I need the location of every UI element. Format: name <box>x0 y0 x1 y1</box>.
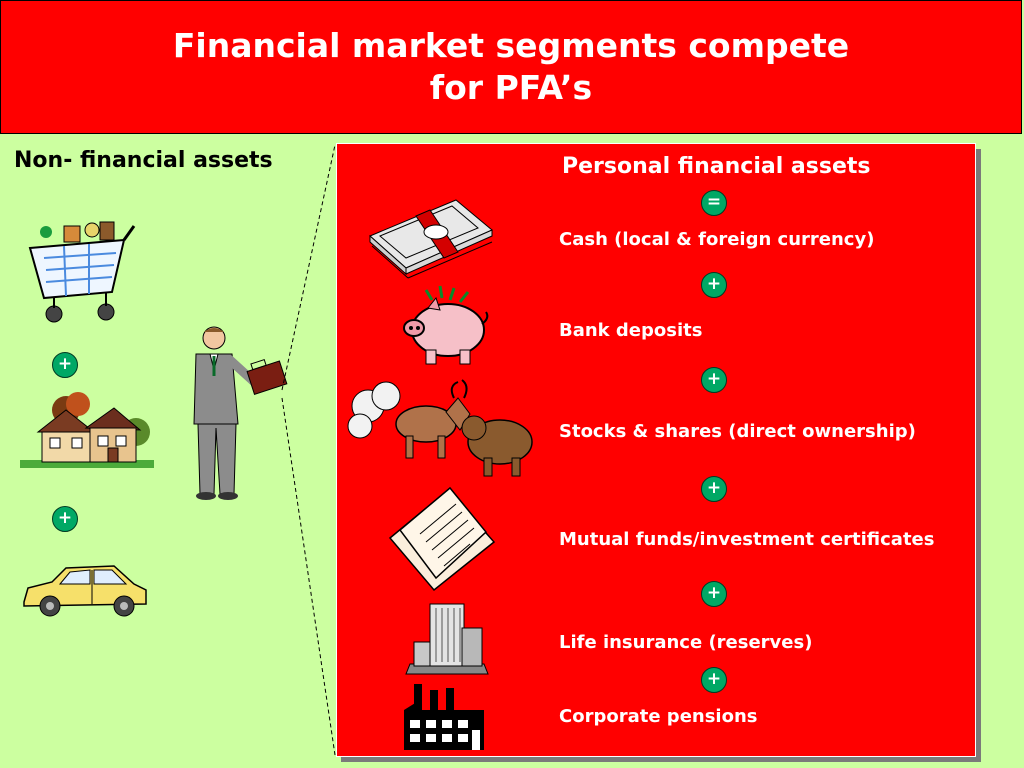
page-title-line-2: for PFA’s <box>429 68 593 107</box>
non-financial-heading: Non- financial assets <box>14 148 273 173</box>
personal-financial-heading: Personal financial assets <box>562 154 871 179</box>
plus-badge-right-2: + <box>701 367 727 393</box>
asset-label-corporate-pensions: Corporate pensions <box>559 706 758 727</box>
car-icon <box>23 565 147 617</box>
asset-label-stocks: Stocks & shares (direct ownership) <box>559 421 916 442</box>
plus-badge-right-3: + <box>701 476 727 502</box>
house-icon <box>20 392 154 468</box>
certificates-icon <box>388 486 496 592</box>
plus-badge-right-4: + <box>701 581 727 607</box>
plus-badge-right-1: + <box>701 272 727 298</box>
asset-label-bank-deposits: Bank deposits <box>559 320 703 341</box>
piggy-bank-icon <box>403 285 489 365</box>
plus-badge-right-5: + <box>701 667 727 693</box>
businessman-with-briefcase-icon <box>193 326 288 500</box>
asset-label-cash: Cash (local & foreign currency) <box>559 229 875 250</box>
plus-badge-left-2: + <box>52 506 78 532</box>
shopping-cart-icon <box>28 221 136 323</box>
asset-label-mutual-funds: Mutual funds/investment certificates <box>559 529 935 550</box>
plus-badge-left-1: + <box>52 352 78 378</box>
equals-badge: = <box>701 190 727 216</box>
bull-bear-icon <box>347 379 533 477</box>
asset-label-life-insurance: Life insurance (reserves) <box>559 632 813 653</box>
title-bar: Financial market segments compete for PF… <box>0 0 1022 134</box>
office-building-icon <box>405 603 489 675</box>
factory-icon <box>404 684 484 750</box>
page-title-line-1: Financial market segments compete <box>172 26 850 65</box>
cash-bundle-icon <box>369 199 493 279</box>
